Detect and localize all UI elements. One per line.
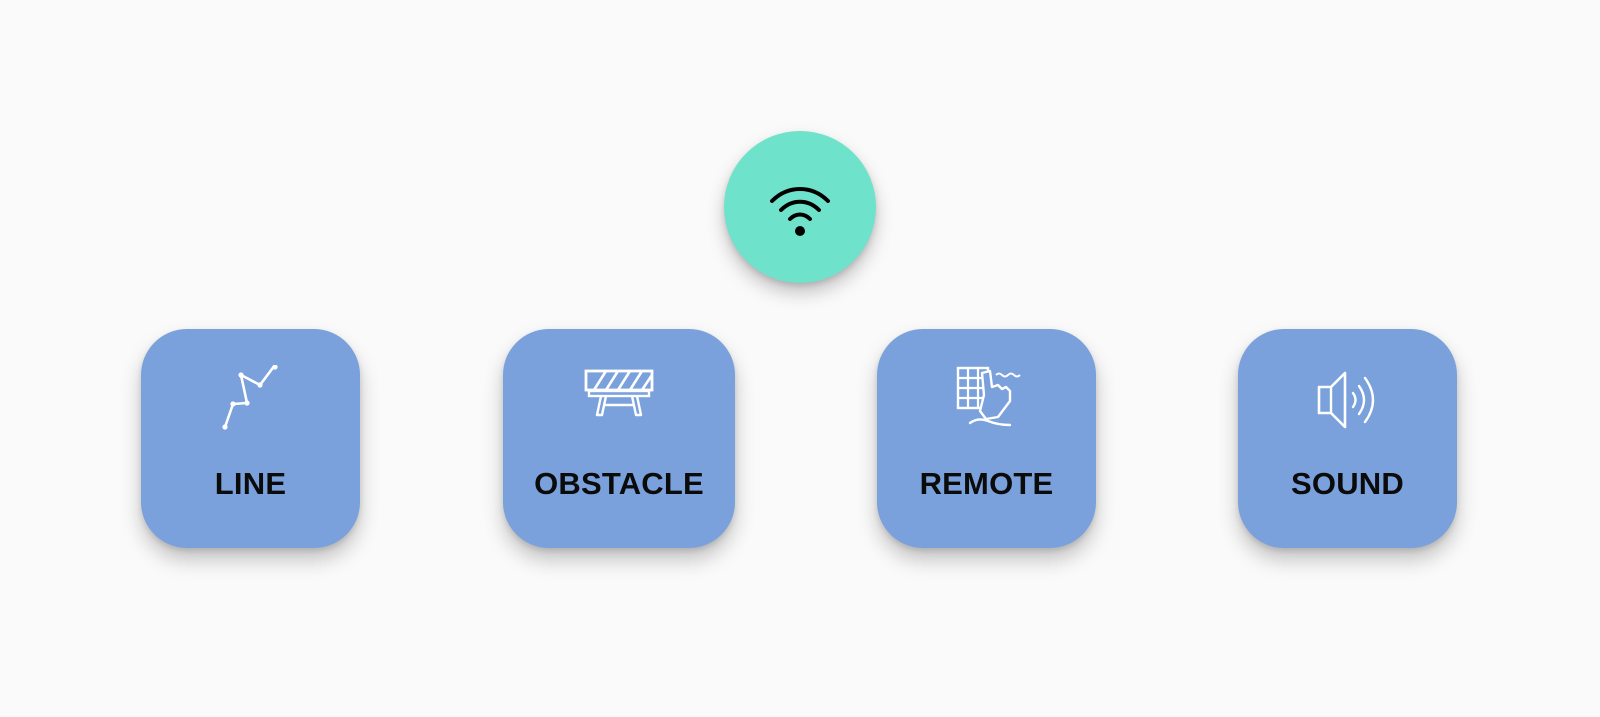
- sound-mode-label: SOUND: [1291, 466, 1404, 501]
- barrier-icon: [584, 365, 654, 435]
- obstacle-mode-label: OBSTACLE: [534, 466, 704, 501]
- remote-mode-label: REMOTE: [919, 466, 1054, 501]
- line-path-icon: [216, 365, 286, 435]
- touch-keypad-icon: [952, 365, 1022, 435]
- line-mode-button[interactable]: LINE: [141, 329, 360, 548]
- sound-mode-button[interactable]: SOUND: [1238, 329, 1457, 548]
- remote-mode-button[interactable]: REMOTE: [877, 329, 1096, 548]
- line-mode-label: LINE: [214, 466, 287, 501]
- wifi-button[interactable]: [724, 131, 876, 283]
- obstacle-mode-button[interactable]: OBSTACLE: [503, 329, 735, 548]
- wifi-icon: [770, 187, 830, 236]
- speaker-icon: [1313, 365, 1383, 435]
